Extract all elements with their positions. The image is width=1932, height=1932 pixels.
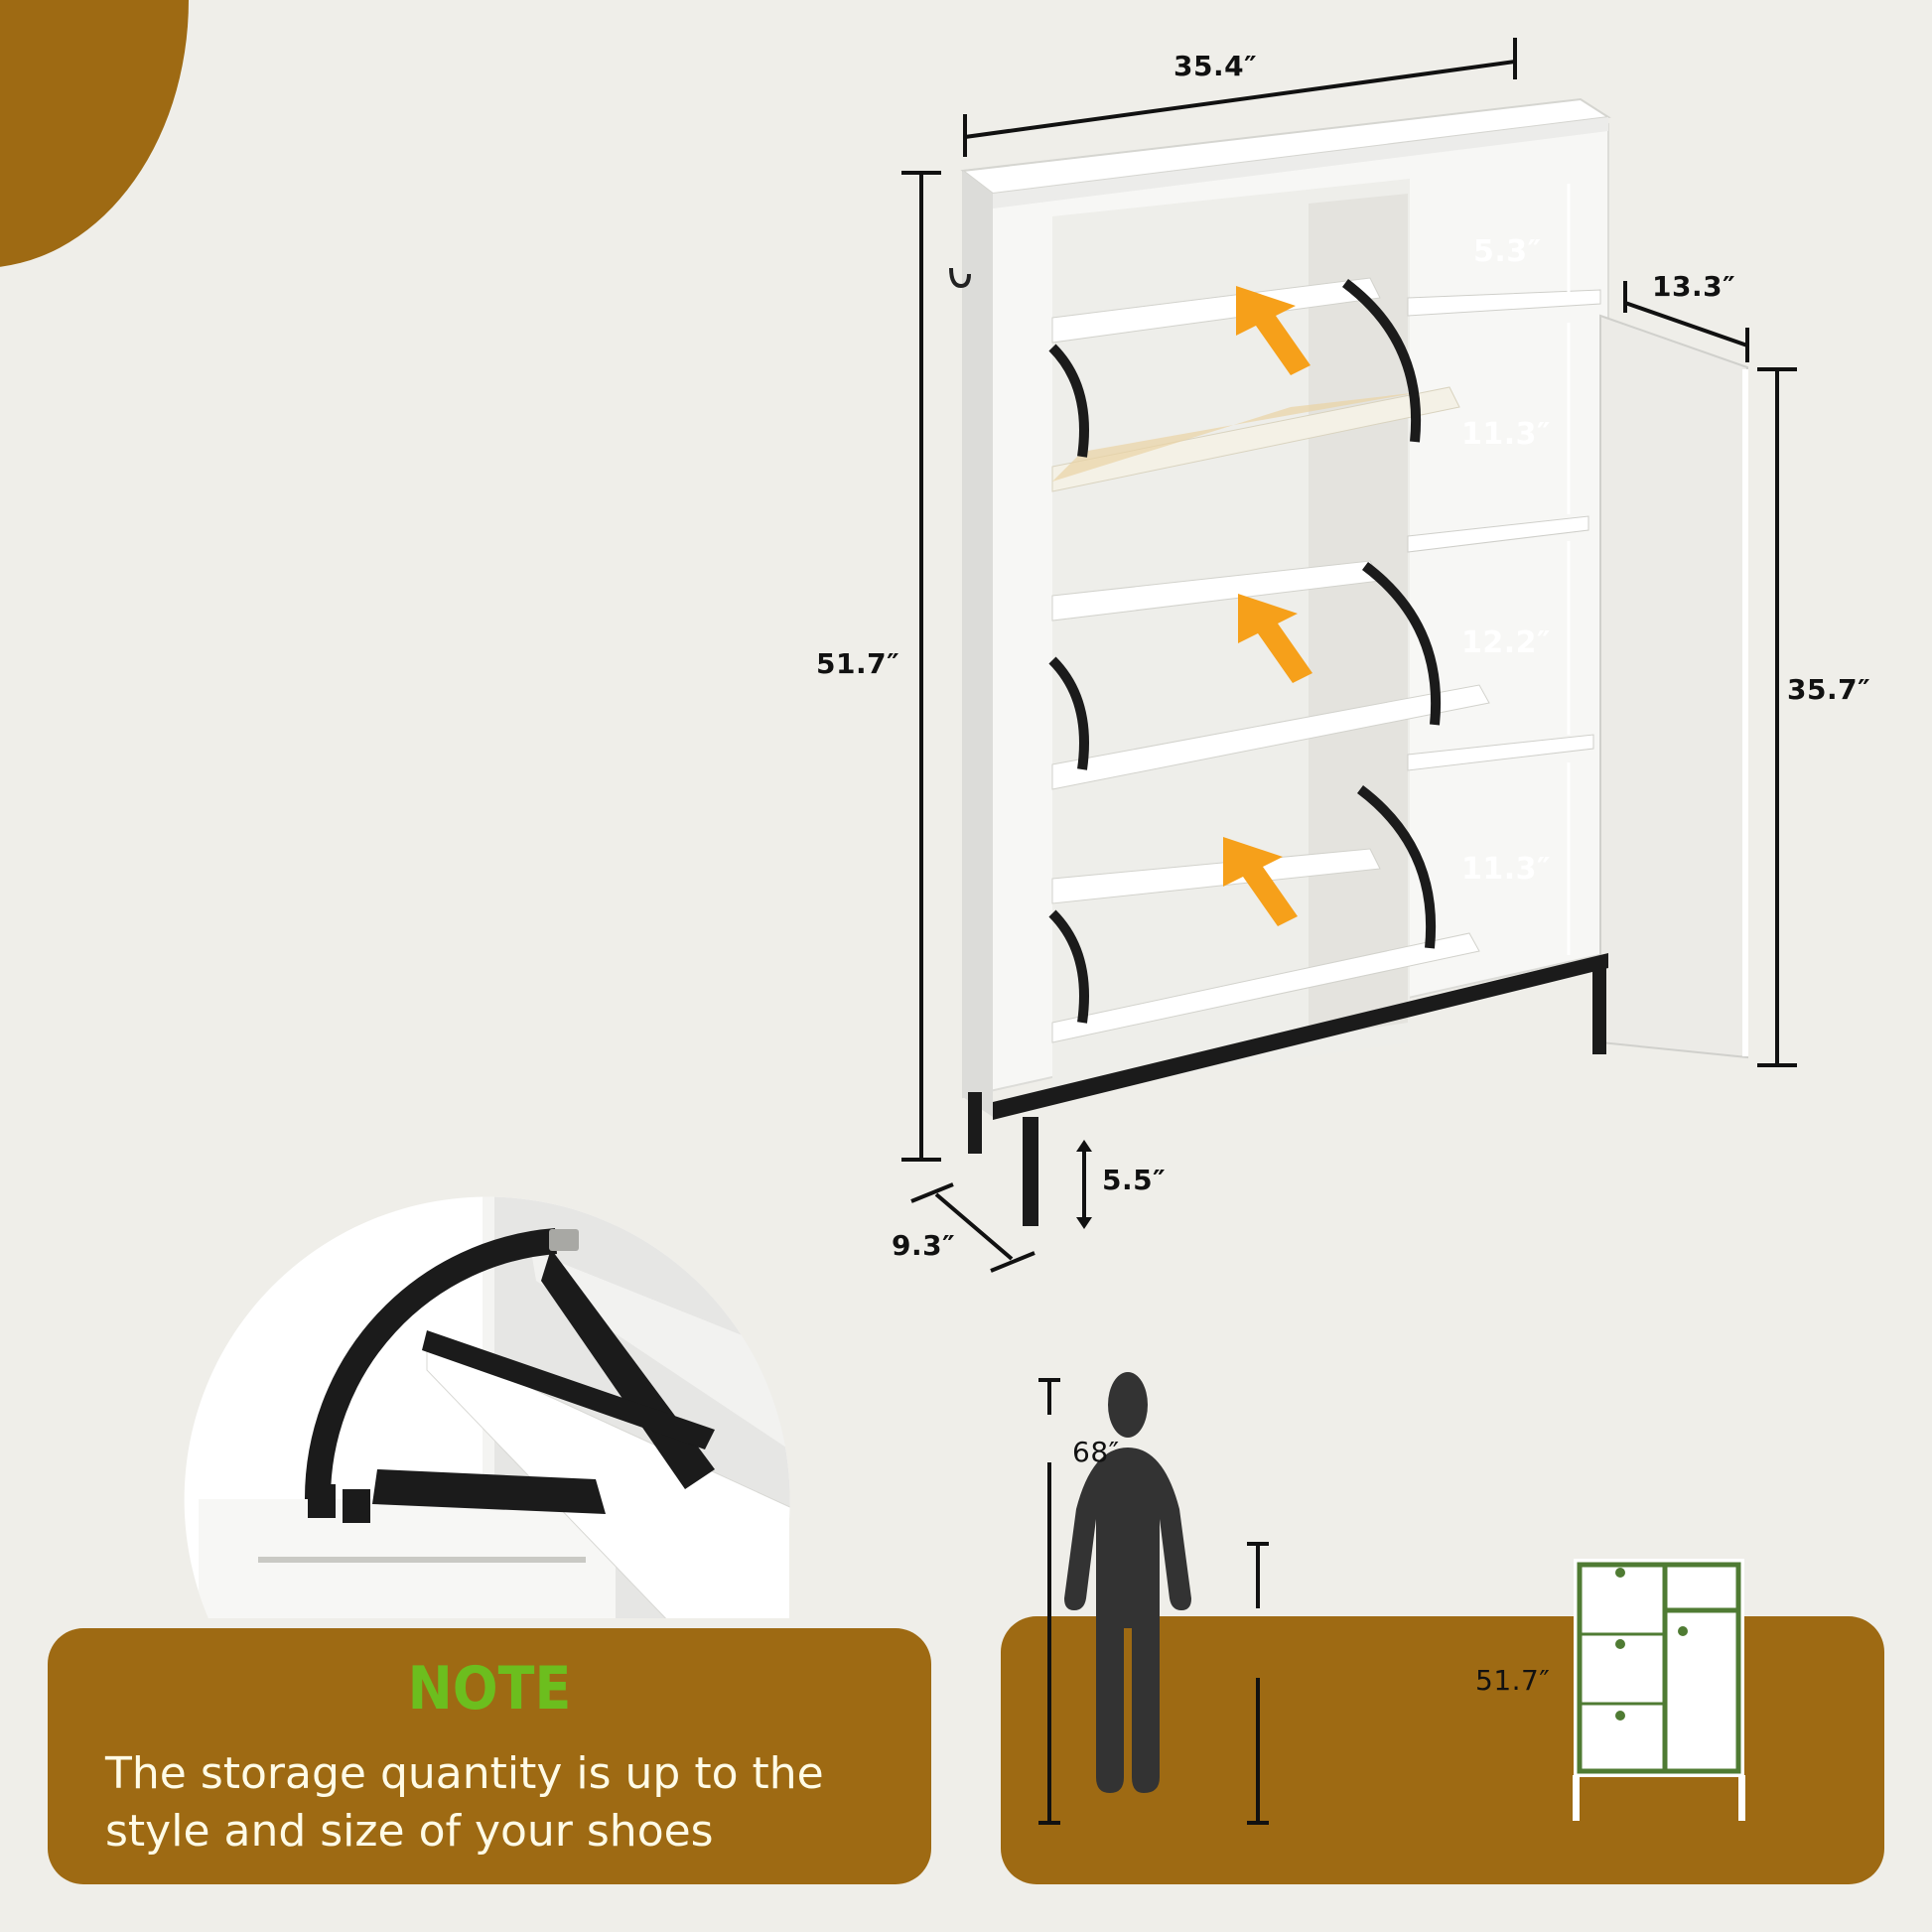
door-depth-label: 13.3″	[1652, 270, 1736, 303]
leg-height-label: 5.5″	[1102, 1164, 1167, 1196]
shelf-1-height-label: 11.3″	[1461, 417, 1551, 452]
cabinet-scale-height-label: 51.7″	[1475, 1664, 1551, 1697]
cabinet-scale-icon	[1573, 1559, 1745, 1821]
arrow-icon	[1223, 286, 1312, 926]
flip-drawer-1	[1048, 277, 1460, 492]
top-compartment-label: 5.3″	[1473, 234, 1542, 269]
person-height-label: 68″	[1072, 1436, 1120, 1468]
flip-drawer-3	[1048, 785, 1480, 1043]
width-label: 35.4″	[1173, 50, 1258, 82]
note-title: NOTE	[407, 1654, 572, 1724]
depth-label: 9.3″	[892, 1229, 956, 1262]
flip-drawer-2	[1048, 560, 1490, 790]
shelf-3-height-label: 11.3″	[1461, 852, 1551, 887]
shelf-2-height-label: 12.2″	[1461, 625, 1551, 660]
person-icon	[1064, 1372, 1191, 1793]
note-body: The storage quantity is up to the style …	[105, 1748, 824, 1857]
total-height-label: 51.7″	[816, 647, 900, 680]
door-height-label: 35.7″	[1787, 673, 1871, 706]
note-panel: NOTE The storage quantity is up to the s…	[48, 1628, 931, 1884]
